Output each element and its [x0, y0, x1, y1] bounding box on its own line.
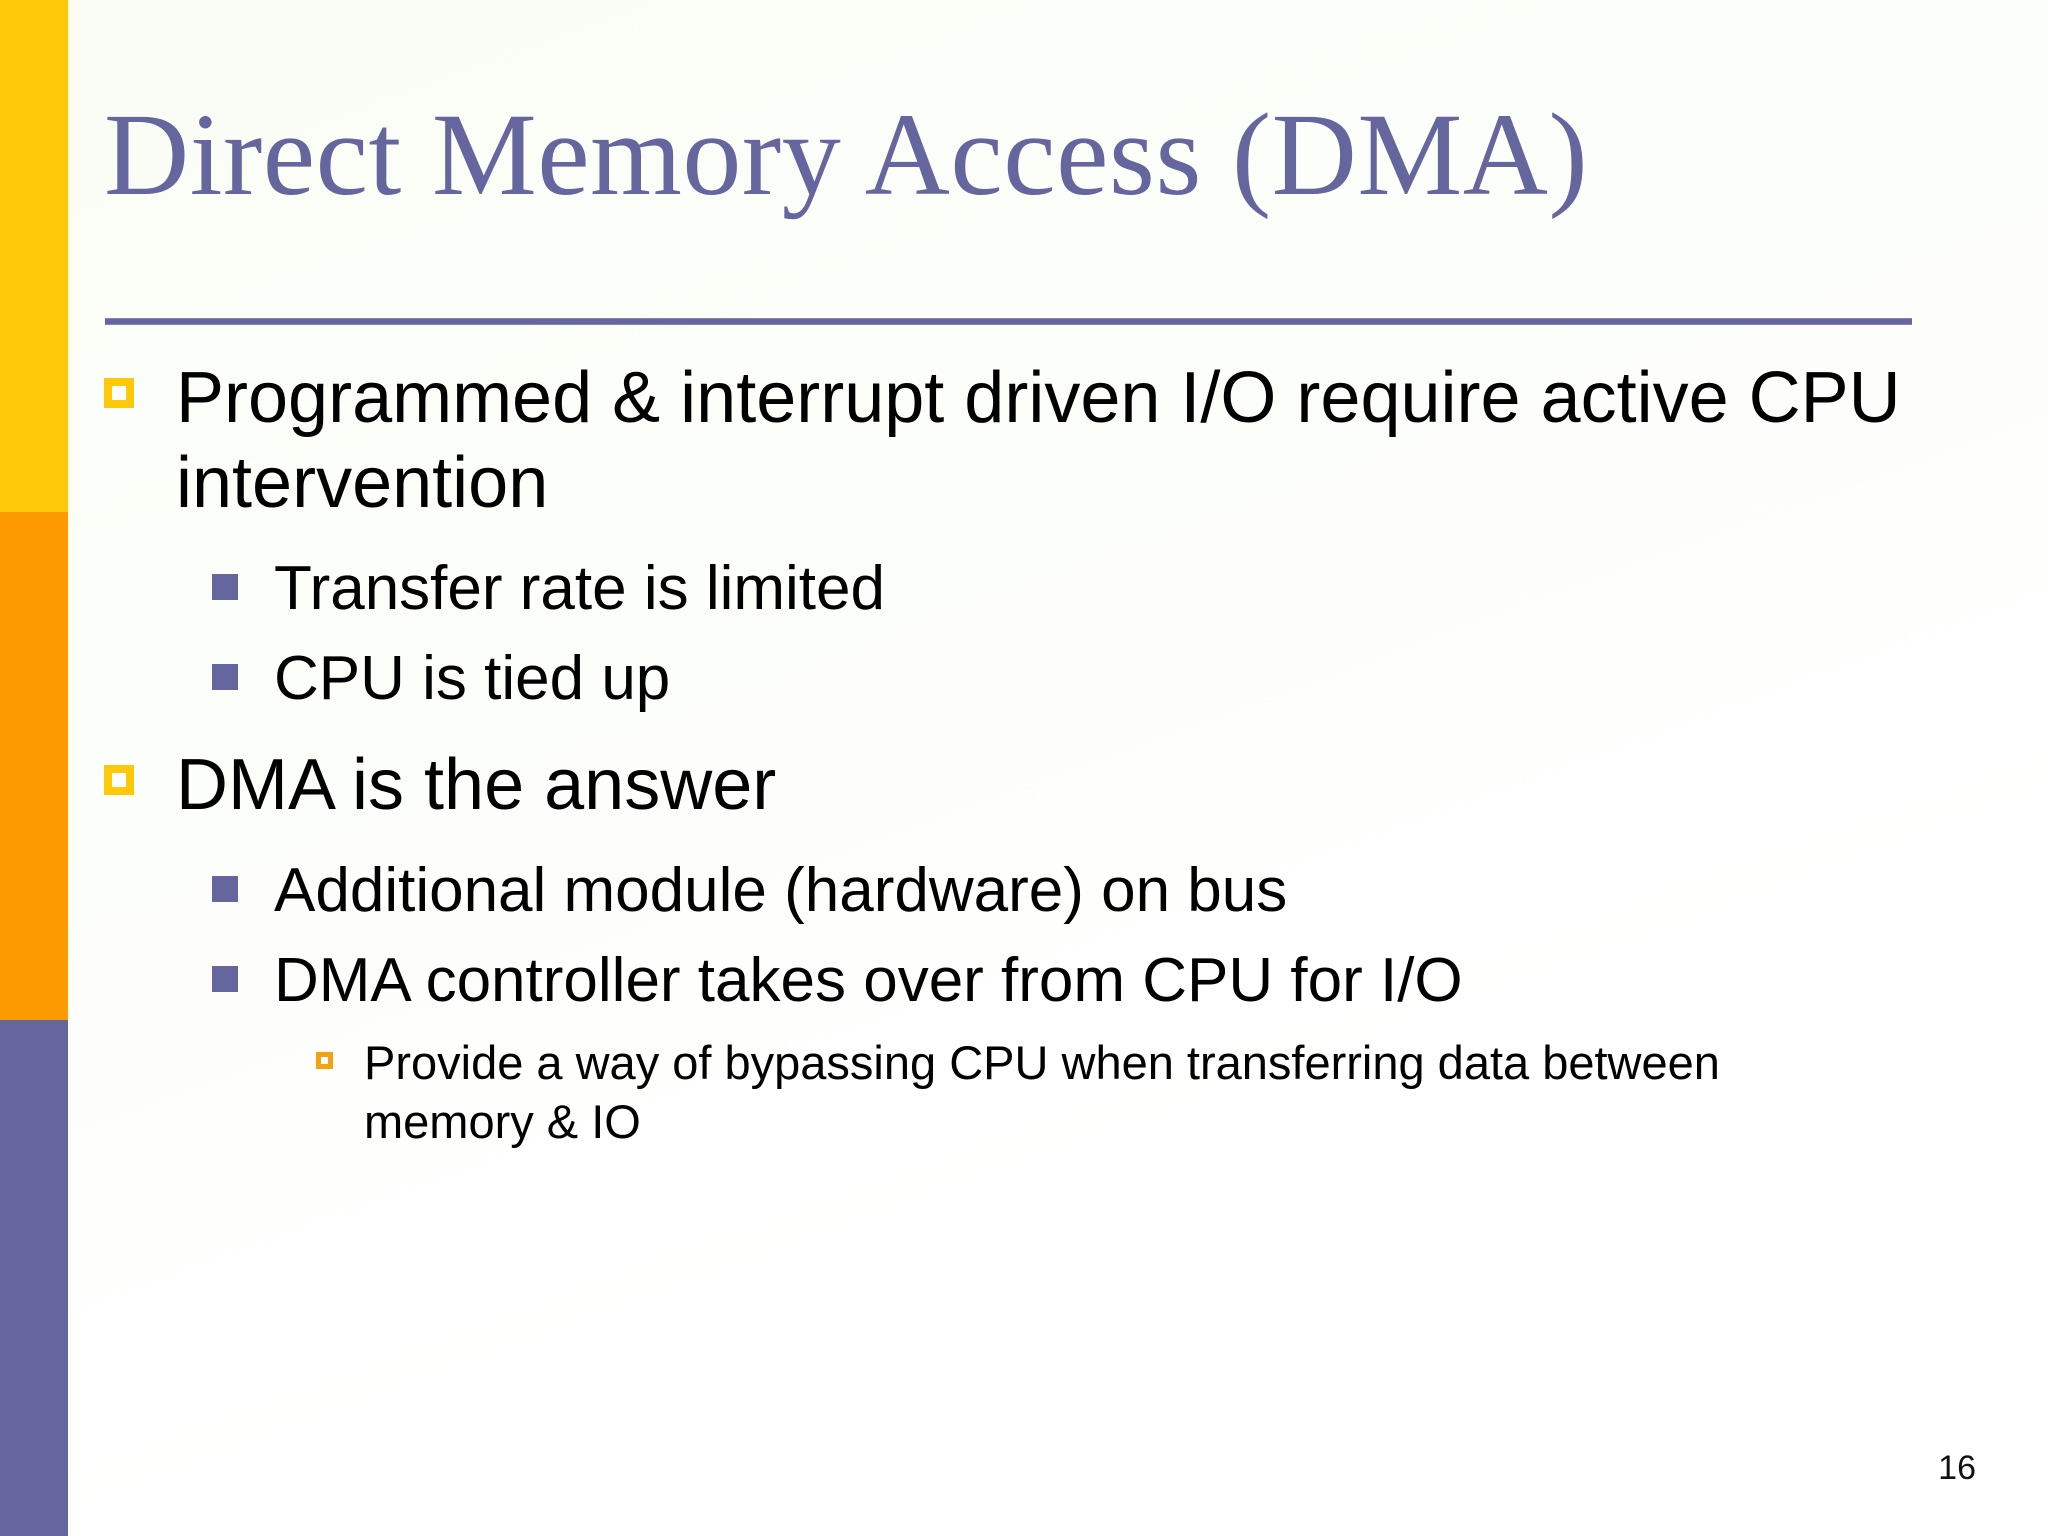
page-number: 16 [1938, 1449, 1976, 1487]
left-accent-bar [0, 0, 68, 1536]
bullet-marker-wrap [212, 944, 274, 993]
bullet-item-level3: Provide a way of bypassing CPU when tran… [104, 1034, 1964, 1152]
bullet-marker-wrap [104, 356, 176, 408]
bullet-text: Transfer rate is limited [274, 553, 885, 623]
bullet-text: Programmed & interrupt driven I/O requir… [176, 358, 1901, 523]
title-underline-rule [105, 318, 1912, 325]
bullet-text: Additional module (hardware) on bus [274, 855, 1288, 925]
spacer [104, 717, 1964, 743]
solid-purple-square-icon [212, 664, 238, 691]
bullet-item-level2: Additional module (hardware) on bus [104, 854, 1964, 928]
bullet-marker-wrap [212, 854, 274, 902]
spacer [104, 526, 1964, 552]
hollow-orange-square-icon [316, 1052, 333, 1070]
bullet-marker-wrap [212, 642, 274, 691]
bullet-text: DMA is the answer [176, 744, 777, 825]
accent-segment-yellow [0, 0, 68, 512]
bullet-marker-wrap [104, 743, 176, 795]
slide-title: Direct Memory Access (DMA) [104, 89, 1589, 220]
bullet-item-level2: Transfer rate is limited [104, 552, 1964, 626]
slide-body: Programmed & interrupt driven I/O requir… [104, 356, 1964, 1152]
bullet-marker-wrap [316, 1034, 364, 1070]
spacer [104, 626, 1964, 642]
bullet-item-level2: CPU is tied up [104, 642, 1964, 716]
hollow-gold-square-icon [104, 764, 134, 795]
bullet-text: DMA controller takes over from CPU for I… [274, 946, 1463, 1016]
spacer [104, 1018, 1964, 1034]
bullet-item-level1: Programmed & interrupt driven I/O requir… [104, 356, 1964, 526]
bullet-marker-wrap [212, 552, 274, 600]
bullet-text: Provide a way of bypassing CPU when tran… [364, 1036, 1720, 1149]
solid-purple-square-icon [212, 966, 238, 993]
spacer [104, 928, 1964, 944]
accent-bar-edge [68, 0, 71, 1536]
bullet-text: CPU is tied up [274, 644, 671, 714]
spacer [104, 828, 1964, 854]
solid-purple-square-icon [212, 875, 238, 902]
accent-segment-purple [0, 1020, 68, 1536]
bullet-item-level1: DMA is the answer [104, 743, 1964, 828]
bullet-item-level2: DMA controller takes over from CPU for I… [104, 944, 1964, 1018]
hollow-gold-square-icon [104, 378, 134, 408]
solid-purple-square-icon [212, 573, 238, 600]
accent-segment-orange [0, 512, 68, 1020]
